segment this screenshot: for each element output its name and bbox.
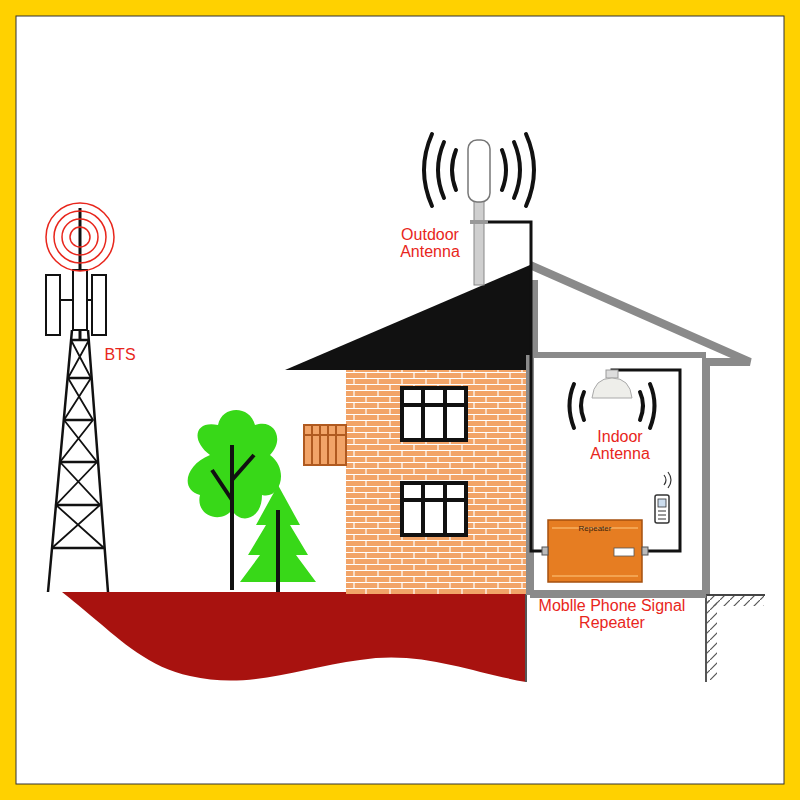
house (304, 425, 346, 465)
ground-line (706, 594, 765, 596)
tree (276, 510, 280, 592)
repeater-box: Repeater (548, 520, 642, 582)
mobile-phone (658, 511, 666, 519)
house (346, 368, 530, 594)
cable (488, 222, 548, 551)
tree (240, 485, 316, 592)
bts-waves (62, 219, 98, 255)
bts-tower (48, 330, 108, 592)
basement-hatch (707, 600, 717, 680)
repeater-device (542, 520, 648, 582)
house (530, 352, 706, 358)
indoor-waves (570, 384, 575, 428)
antenna-label: Outdoor Antenna (385, 226, 475, 260)
frame-inner (16, 16, 784, 784)
outdoor-antenna (468, 140, 490, 202)
repeater-device (552, 528, 638, 576)
outdoor-waves (424, 134, 432, 206)
house (402, 483, 466, 535)
repeater-device (548, 520, 642, 582)
repeater-device (614, 548, 634, 556)
bts-tower (52, 340, 104, 548)
indoor-waves (640, 392, 643, 420)
device-label: Moblle Phone Signal Repeater (537, 597, 687, 631)
tree (212, 445, 254, 590)
tree (188, 410, 281, 518)
mobile-phone (655, 495, 669, 523)
house (285, 265, 750, 595)
outdoor-antenna (470, 220, 488, 224)
house (304, 425, 346, 465)
tower-label: BTS (90, 346, 150, 363)
repeater-device (642, 547, 648, 555)
mobile-phone (664, 472, 671, 488)
house (402, 388, 466, 535)
basement-wall (526, 592, 706, 682)
outdoor-waves (514, 142, 520, 198)
bts-waves (46, 203, 114, 271)
indoor-waves (570, 384, 655, 428)
outdoor-waves (502, 150, 506, 190)
mobile-phone (655, 472, 671, 523)
bts-tower (92, 275, 106, 335)
outdoor-antenna (474, 200, 484, 285)
house (402, 388, 466, 535)
outdoor-waves (438, 142, 444, 198)
outdoor-waves (526, 134, 534, 206)
bts-waves (54, 211, 106, 263)
outdoor-waves (424, 134, 534, 206)
device-text: Repeater (548, 520, 642, 533)
repeater-device (542, 547, 548, 555)
outdoor-waves (452, 150, 456, 190)
indoor-waves (581, 392, 584, 420)
bts-tower (52, 340, 104, 548)
mobile-phone (658, 499, 666, 507)
indoor-waves (650, 384, 655, 428)
bts-tower (46, 275, 60, 335)
frame (8, 8, 792, 792)
house (285, 265, 530, 370)
outdoor-antenna (468, 140, 490, 285)
bts-waves (70, 227, 90, 247)
bts-tower (73, 270, 87, 330)
bts-tower (60, 299, 92, 301)
indoor-antenna (592, 378, 632, 398)
house (402, 388, 466, 440)
bts-waves (46, 203, 114, 271)
antenna-label: Indoor Antenna (575, 428, 665, 462)
ground (62, 592, 526, 682)
indoor-antenna (592, 370, 632, 398)
house (530, 265, 750, 594)
indoor-antenna (606, 370, 618, 378)
